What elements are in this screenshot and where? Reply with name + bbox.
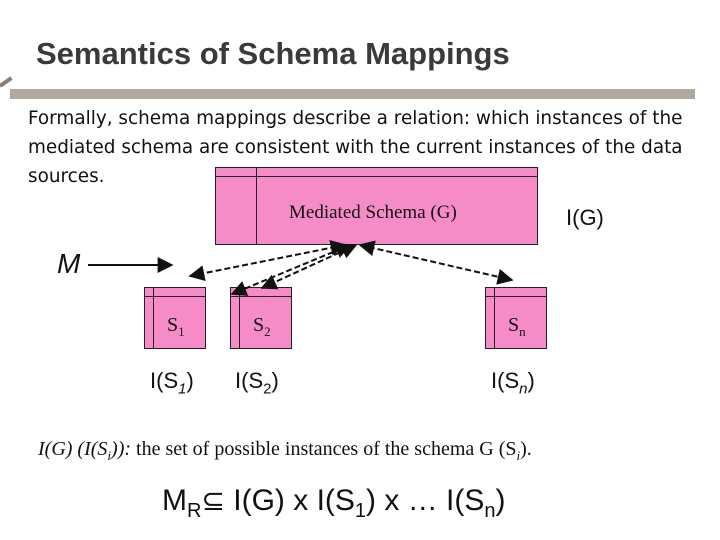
source-label-n: Sn [508,314,526,340]
instance-subscript: 1 [178,380,187,398]
source-label-1: S1 [167,314,185,340]
formula-subscript: n [484,500,496,522]
instance-sn-label: I(Sn) [491,368,535,397]
instance-text: ) [271,368,279,393]
box-header-band [216,168,537,177]
instance-subscript: 2 [263,380,272,398]
box-header-band [231,288,291,297]
definition-lead-close: )): [111,438,132,460]
source-name: S [167,314,179,336]
slide-title: Semantics of Schema Mappings [36,36,510,71]
dashed-arrow-to-s2 [260,243,358,290]
source-box-n [485,287,547,349]
source-name: S [253,314,265,336]
source-subscript: 1 [178,324,185,339]
instance-text: ) [186,368,194,393]
instance-subscript: n [519,380,528,398]
formula-text: ) [495,484,506,517]
definition-subscript: i [516,448,521,463]
formula-text: I(G) x I(S [224,484,355,517]
definition-text: the set of possible instances of the sch… [131,438,517,460]
source-box-2 [230,287,292,349]
formula-subscript: 1 [354,500,367,522]
source-subscript: n [519,324,526,339]
dashed-arrow-to-s1 [230,243,352,296]
instance-text: I(S [235,368,264,393]
source-subscript: 2 [264,324,271,339]
box-header-band [145,288,205,297]
relation-formula: MR⊆ I(G) x I(S1) x … I(Sn) [162,484,506,523]
source-label-2: S2 [253,314,271,340]
mediated-schema-label: Mediated Schema (G) [289,202,457,223]
dashed-arrow-to-left [188,239,347,282]
definition-lead: I(G) (I(S [38,438,108,460]
dashed-arrow-to-sn [358,240,514,285]
source-name: S [508,314,520,336]
definition-close: ). [520,438,532,460]
mapping-label: M [57,248,81,279]
subset-symbol: ⊆ [201,486,225,517]
title-rule [10,89,695,99]
mediated-schema-box [215,167,538,245]
instance-s2-label: I(S2) [235,368,279,397]
formula-text: ) x … I(S [366,484,485,517]
instance-s1-label: I(S1) [150,368,194,397]
formula-m: M [162,484,187,517]
instance-g-label: I(G) [566,205,604,230]
formula-m-subscript: R [187,500,202,522]
definition-line: I(G) (I(Si)): the set of possible instan… [38,438,532,464]
box-header-band [486,288,546,297]
instance-text: I(S [491,368,520,393]
instance-text: I(S [150,368,179,393]
box-column-line [153,288,154,348]
box-column-line [494,288,495,348]
source-box-1 [144,287,206,349]
body-paragraph: Formally, schema mappings describe a rel… [28,108,683,187]
box-column-line [256,168,257,244]
box-column-line [239,288,240,348]
definition-subscript: i [107,448,112,463]
instance-text: ) [527,368,535,393]
